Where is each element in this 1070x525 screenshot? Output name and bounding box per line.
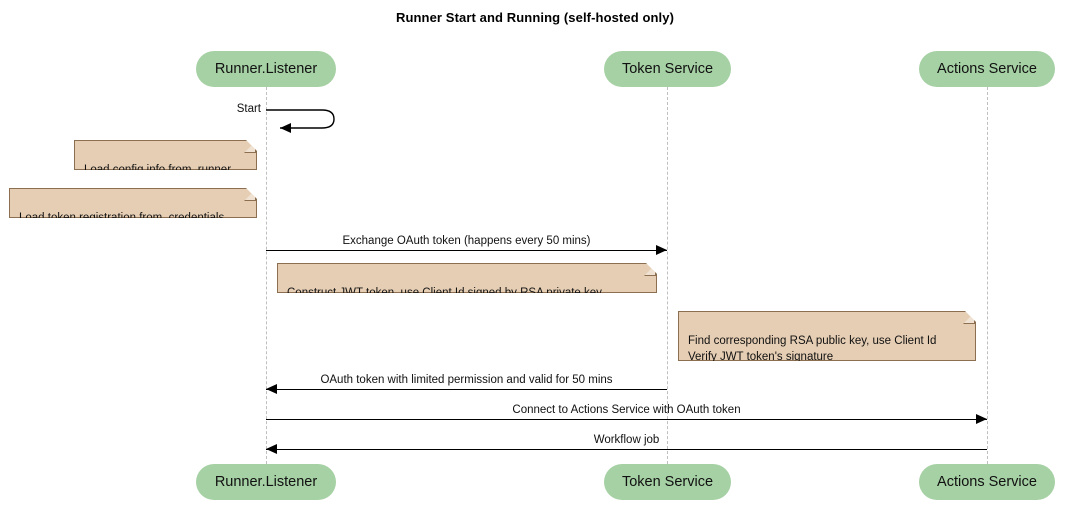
participant-header-actions-label: Actions Service [937,61,1037,77]
message-line-oauth-token-return [266,389,667,390]
participant-footer-token-label: Token Service [621,474,714,490]
message-line-connect-actions-service [266,419,987,420]
message-self-start [266,104,346,136]
message-line-exchange-oauth-token [266,250,667,251]
message-label-oauth-token-return: OAuth token with limited permission and … [320,374,613,386]
note-fold-corner-icon [644,264,656,276]
arrowhead-left-icon [266,444,277,454]
lifeline-runner [266,87,267,464]
note-load-credentials-text: Load token registration from .credential… [19,212,225,224]
participant-header-token[interactable]: Token Service [604,51,731,87]
message-label-workflow-job: Workflow job [593,434,660,446]
note-load-config-text: Load config info from .runner [84,164,232,176]
note-construct-jwt: Construct JWT token, use Client Id signe… [277,263,657,293]
note-fold-corner-icon [244,141,256,153]
lifeline-actions [987,87,988,464]
note-load-config: Load config info from .runner [74,140,257,170]
participant-footer-runner-label: Runner.Listener [214,474,318,490]
message-label-exchange-oauth-token: Exchange OAuth token (happens every 50 m… [342,235,591,247]
message-line-workflow-job [266,449,987,450]
participant-footer-token[interactable]: Token Service [604,464,731,500]
participant-header-runner-label: Runner.Listener [214,61,318,77]
participant-footer-runner[interactable]: Runner.Listener [196,464,336,500]
note-verify-jwt-text: Find corresponding RSA public key, use C… [688,335,937,363]
note-load-credentials: Load token registration from .credential… [9,188,257,218]
participant-header-actions[interactable]: Actions Service [919,51,1055,87]
lifeline-token [667,87,668,464]
note-fold-corner-icon [963,312,975,324]
participant-footer-actions[interactable]: Actions Service [919,464,1055,500]
message-label-start: Start [236,103,261,115]
note-fold-corner-icon [244,189,256,201]
arrowhead-right-icon [976,414,987,424]
message-label-connect-actions-service: Connect to Actions Service with OAuth to… [512,404,741,416]
arrowhead-right-icon [656,245,667,255]
diagram-title: Runner Start and Running (self-hosted on… [395,10,675,25]
participant-header-token-label: Token Service [621,61,714,77]
participant-footer-actions-label: Actions Service [937,474,1037,490]
participant-header-runner[interactable]: Runner.Listener [196,51,336,87]
arrowhead-left-icon [266,384,277,394]
note-verify-jwt: Find corresponding RSA public key, use C… [678,311,976,361]
note-construct-jwt-text: Construct JWT token, use Client Id signe… [287,287,602,299]
